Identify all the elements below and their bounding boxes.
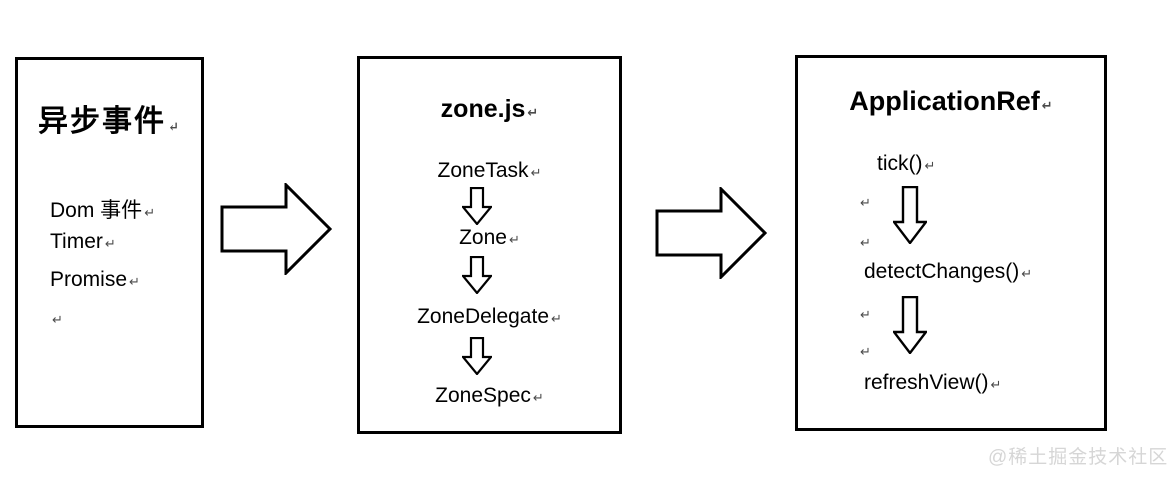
flow-step-zonetask: ZoneTask↵ (360, 159, 619, 183)
watermark: @稀土掘金技术社区 (988, 447, 1169, 468)
list-item-text: Timer (50, 230, 103, 253)
flow-step-refresh-view: refreshView()↵ (864, 371, 1001, 395)
zonejs-title-text: zone.js (440, 95, 526, 123)
async-events-title-text: 异步事件 (38, 105, 167, 138)
flow-step-zonespec: ZoneSpec↵ (360, 384, 619, 408)
zonejs-title: zone.js↵ (360, 95, 619, 124)
return-mark-icon: ↵ (860, 307, 871, 322)
return-mark-icon: ↵ (924, 158, 936, 173)
list-item-text: Dom 事件 (50, 199, 143, 222)
return-mark-icon: ↵ (551, 311, 562, 326)
flow-step-text: ZoneDelegate (417, 305, 550, 328)
list-item-text: Promise (50, 268, 128, 291)
flow-step-zonedelegate: ZoneDelegate↵ (360, 305, 619, 329)
down-arrow-icon (893, 186, 927, 244)
return-mark-icon: ↵ (508, 232, 520, 247)
flow-step-text: ZoneTask (437, 159, 529, 182)
application-ref-title-text: ApplicationRef (849, 86, 1040, 116)
list-item-dom-event: Dom 事件↵ (50, 194, 155, 224)
return-mark-icon: ↵ (1041, 98, 1053, 113)
flow-step-text: Zone (459, 226, 507, 249)
box-async-events: 异步事件↵ Dom 事件↵ Timer↵ Promise↵ ↵ (15, 57, 204, 428)
flow-step-detect-changes: detectChanges()↵ (864, 260, 1032, 284)
return-mark-icon: ↵ (168, 119, 181, 134)
return-mark-icon: ↵ (990, 377, 1002, 392)
right-arrow-icon (655, 187, 767, 279)
return-mark-icon: ↵ (1021, 266, 1033, 281)
return-mark-icon: ↵ (52, 312, 63, 327)
return-mark-icon: ↵ (532, 390, 544, 405)
down-arrow-icon (462, 187, 492, 225)
return-mark-icon: ↵ (860, 344, 871, 359)
flow-step-text: refreshView() (864, 371, 989, 394)
down-arrow-icon (462, 256, 492, 294)
return-mark-icon: ↵ (860, 195, 871, 210)
application-ref-title: ApplicationRef↵ (798, 86, 1104, 117)
right-arrow-icon (220, 183, 332, 275)
flow-step-zone: Zone↵ (360, 226, 619, 250)
box-zonejs: zone.js↵ ZoneTask↵ Zone↵ ZoneDelegate↵ Z… (357, 56, 622, 434)
async-events-title: 异步事件↵ (18, 96, 201, 140)
flow-step-text: tick() (877, 152, 923, 175)
box-application-ref: ApplicationRef↵ tick()↵ ↵ ↵ detectChange… (795, 55, 1107, 431)
return-mark-icon: ↵ (530, 165, 542, 180)
list-item-promise: Promise↵ (50, 268, 140, 292)
flow-step-tick: tick()↵ (877, 152, 935, 176)
return-mark-icon: ↵ (129, 274, 140, 289)
return-mark-icon: ↵ (527, 105, 539, 120)
list-item-timer: Timer↵ (50, 230, 116, 254)
return-mark-icon: ↵ (144, 205, 156, 220)
flow-step-text: detectChanges() (864, 260, 1020, 283)
down-arrow-icon (462, 337, 492, 375)
flow-step-text: ZoneSpec (435, 384, 531, 407)
return-mark-icon: ↵ (860, 235, 871, 250)
down-arrow-icon (893, 296, 927, 354)
return-mark-icon: ↵ (104, 236, 116, 251)
